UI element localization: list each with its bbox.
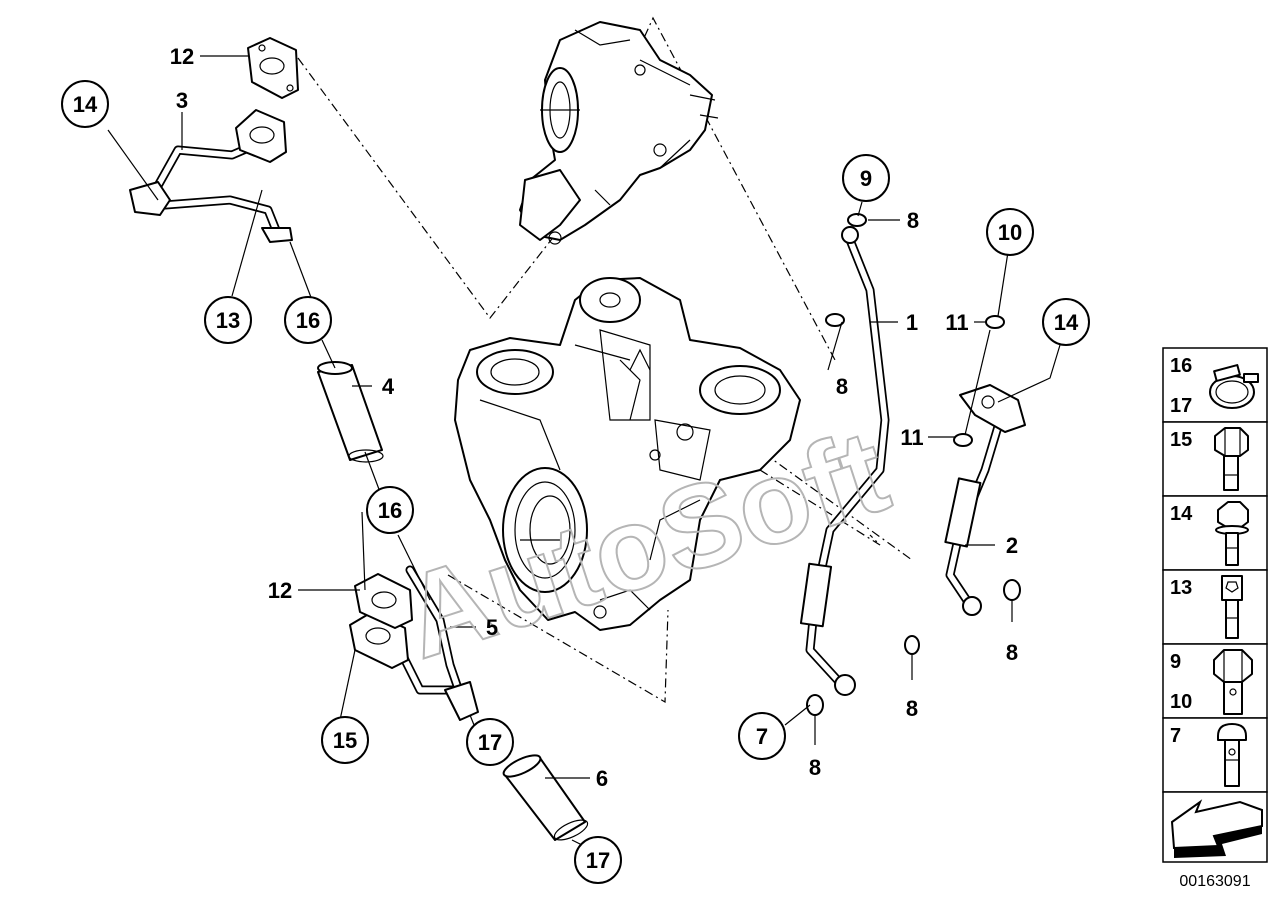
plain-callouts: 12 3 4 12 5 6 8 1 8 11 11 2 8 8 8 [170,44,1018,791]
circled-callouts: 14 13 16 16 15 17 17 9 [61,80,1090,884]
svg-text:16: 16 [378,498,402,523]
part-2-oil-return-line [944,384,1026,616]
callout-17-lower[interactable]: 17 [574,836,622,884]
legend: 16 17 15 14 [1162,347,1268,890]
callout-5[interactable]: 5 [486,615,498,640]
svg-text:9: 9 [860,166,872,191]
callout-4[interactable]: 4 [382,374,395,399]
turbo-main-illustration [454,277,801,631]
direction-arrow-icon [1170,799,1263,858]
legend-row-15[interactable]: 15 [1162,421,1268,497]
svg-text:14: 14 [73,92,98,117]
svg-text:14: 14 [1170,503,1193,525]
svg-text:10: 10 [1170,691,1192,713]
part-12-gasket-upper [247,37,299,99]
part-12-gasket-lower [354,573,413,629]
callout-8-top[interactable]: 8 [907,208,919,233]
part-3-oil-pipe [129,109,293,243]
svg-text:7: 7 [756,724,768,749]
legend-row-16-17[interactable]: 16 17 [1162,347,1268,423]
svg-text:9: 9 [1170,651,1181,673]
svg-text:10: 10 [998,220,1022,245]
flange-bolt-icon [1215,501,1249,566]
callout-12-lower[interactable]: 12 [268,578,292,603]
callout-14-right[interactable]: 14 [1042,298,1090,346]
callout-9[interactable]: 9 [842,154,890,202]
callout-8-bottom[interactable]: 8 [809,755,821,780]
svg-text:17: 17 [586,848,610,873]
callout-11-upper[interactable]: 11 [945,310,968,335]
legend-row-arrow [1162,791,1268,863]
washers [806,213,1021,716]
hollow-screw-icon [1217,723,1247,787]
legend-row-13[interactable]: 13 [1162,569,1268,645]
callout-8-mid[interactable]: 8 [906,696,918,721]
hose-clamp-icon [1209,364,1259,409]
svg-text:16: 16 [296,308,320,333]
callout-14-upper-left[interactable]: 14 [61,80,109,128]
svg-text:15: 15 [333,728,357,753]
socket-head-screw-icon [1221,575,1243,639]
catalog-number: 00163091 [1179,873,1250,890]
callout-8-right[interactable]: 8 [1006,640,1018,665]
callout-17-upper[interactable]: 17 [466,718,514,766]
legend-row-14[interactable]: 14 [1162,495,1268,571]
turbo-upper-illustration [519,21,719,245]
svg-text:13: 13 [216,308,240,333]
banjo-bolt-icon [1213,649,1253,715]
svg-text:17: 17 [1170,395,1192,417]
hex-bolt-icon [1214,427,1249,491]
svg-text:7: 7 [1170,725,1181,747]
callout-3[interactable]: 3 [176,88,188,113]
part-6-hose [502,754,589,841]
callout-15[interactable]: 15 [321,716,369,764]
callout-2[interactable]: 2 [1006,533,1018,558]
svg-text:13: 13 [1170,577,1192,599]
svg-text:14: 14 [1054,310,1079,335]
svg-text:17: 17 [478,730,502,755]
legend-row-9-10[interactable]: 9 10 [1162,643,1268,719]
callout-1[interactable]: 1 [906,310,918,335]
callout-13[interactable]: 13 [204,296,252,344]
callout-16-upper[interactable]: 16 [284,296,332,344]
callout-10[interactable]: 10 [986,208,1034,256]
callout-12-upper[interactable]: 12 [170,44,194,69]
svg-text:15: 15 [1170,429,1192,451]
callout-11-lower[interactable]: 11 [900,425,923,450]
callout-8-left[interactable]: 8 [836,374,848,399]
callout-6[interactable]: 6 [596,766,608,791]
part-1-oil-feed-line [799,226,890,696]
part-4-hose [317,361,384,463]
callout-16-lower[interactable]: 16 [366,486,414,534]
callout-7[interactable]: 7 [738,712,786,760]
legend-row-7[interactable]: 7 [1162,717,1268,793]
leader-lines [107,55,1061,846]
svg-text:16: 16 [1170,355,1192,377]
